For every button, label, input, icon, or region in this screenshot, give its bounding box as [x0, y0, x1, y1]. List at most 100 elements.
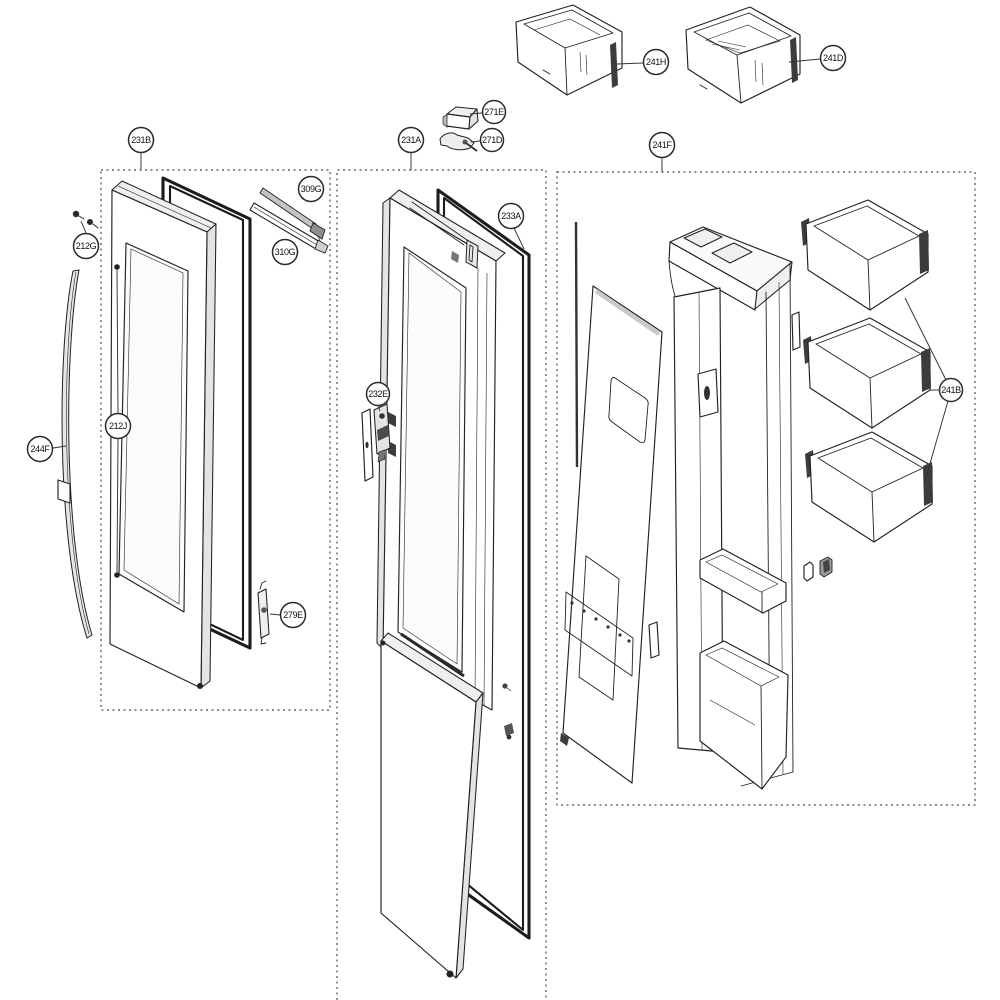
- dashed-regions: [100, 169, 976, 1000]
- callout-231A[interactable]: 231A: [397, 126, 425, 171]
- callout-309G[interactable]: 309G: [297, 175, 325, 203]
- callout-circle: [479, 127, 505, 153]
- callout-label: 241H: [646, 57, 666, 67]
- part-bin-241D: [685, 6, 801, 104]
- callout-label: 241F: [653, 140, 673, 150]
- latch-279E-bottom-tab: [260, 637, 267, 645]
- callout-241H[interactable]: 241H: [616, 48, 670, 76]
- part-latch-279E: [257, 580, 270, 645]
- region-box-231A: [336, 169, 547, 1000]
- callout-279E[interactable]: 279E: [269, 601, 307, 629]
- side-screw-small-tail: [506, 687, 512, 692]
- body-cap-opening-1: [683, 228, 723, 248]
- callout-241F[interactable]: 241F: [648, 131, 676, 173]
- latch-279E-plate: [257, 588, 270, 639]
- callout-leader-bin3: [924, 400, 949, 482]
- latch-279E-top-tab: [259, 580, 267, 590]
- part-handle-insert-309G: [259, 187, 326, 244]
- callout-label: 241B: [941, 385, 961, 395]
- hinge-cover-front: [445, 113, 471, 130]
- top-rail-clip: [451, 251, 459, 263]
- latch-232E-catch: [377, 425, 389, 441]
- callout-circle: [279, 601, 307, 629]
- callout-244F[interactable]: 244F: [26, 435, 67, 463]
- liner-lower-window: [578, 555, 620, 701]
- callout-circle: [271, 238, 299, 266]
- hinge-cover-side: [468, 108, 479, 130]
- right-door-assembly: [560, 199, 933, 790]
- callout-leader-up: [116, 269, 119, 414]
- bin-241D-slot: [699, 84, 708, 90]
- bin-241H-corner-edge: [564, 47, 568, 96]
- handle-mount-inner: [468, 244, 474, 263]
- bin2-corner: [869, 377, 873, 429]
- liner-panel: [562, 285, 663, 784]
- body-mid-tray: [699, 548, 787, 614]
- bin-241B-1: [801, 199, 929, 311]
- callout-label: 271D: [482, 135, 503, 145]
- callout-212J[interactable]: 212J: [104, 269, 132, 573]
- middle-door-assembly: [361, 106, 531, 979]
- bin-241D-floor: [705, 24, 781, 54]
- column-latch-slot: [704, 386, 710, 400]
- door-glass-panel-212J: [118, 242, 189, 613]
- bin-241B-3: [805, 431, 933, 543]
- callout-271D[interactable]: 271D: [470, 127, 505, 153]
- callout-231B[interactable]: 231B: [127, 126, 155, 171]
- callout-label: 244F: [31, 444, 51, 454]
- hinge-cover-foot: [442, 114, 448, 128]
- callout-271E[interactable]: 271E: [469, 99, 507, 125]
- liner-rivet-band: [564, 591, 634, 677]
- clip-small-gray-inner: [823, 559, 830, 573]
- handle-309G-end-fitting: [309, 222, 326, 240]
- part-handle-244F: [57, 269, 93, 639]
- middle-door-bottom-seal: [400, 632, 465, 678]
- callout-circle: [938, 377, 964, 403]
- hinge-screw-shaft: [465, 142, 478, 152]
- callout-leader: [470, 140, 481, 143]
- callout-232E[interactable]: 232E: [365, 381, 391, 412]
- hinge-plate: [439, 132, 475, 151]
- bin-241D-rim: [693, 12, 792, 56]
- bin2-right-tab: [921, 348, 931, 392]
- callout-310G[interactable]: 310G: [271, 238, 299, 266]
- callout-leader: [269, 613, 281, 616]
- bin-241H-body: [515, 4, 623, 96]
- bin3-corner: [871, 491, 875, 543]
- freezer-panel-bottom-tip: [446, 970, 454, 978]
- callout-label: 212J: [109, 421, 127, 431]
- latch-232E-pin: [379, 413, 385, 419]
- handle-310G-end-cap: [314, 239, 329, 254]
- middle-door-right-stile-lines: [474, 267, 488, 707]
- bin-241H-floor-line: [533, 18, 601, 36]
- callout-leader: [377, 405, 381, 412]
- latch-232E-hook: [377, 449, 386, 463]
- callout-212G[interactable]: 212G: [72, 220, 100, 260]
- callout-label: 309G: [301, 184, 322, 194]
- callout-241D[interactable]: 241D: [788, 44, 847, 72]
- glass-screw-bottom: [114, 572, 120, 578]
- body-cap-front-face: [668, 241, 758, 311]
- liner-top-shading: [594, 289, 661, 336]
- callout-label: 233A: [501, 211, 521, 221]
- callout-241B[interactable]: 241B: [904, 297, 964, 482]
- callout-label: 212G: [76, 241, 97, 251]
- callout-leader: [52, 445, 67, 449]
- callout-circle: [648, 131, 676, 159]
- callout-circle: [104, 412, 132, 440]
- body-bottom-tray-floor: [709, 699, 756, 726]
- left-door-top-edge-line: [117, 185, 212, 229]
- part-hinge-271D: [439, 132, 478, 152]
- liner-edge-tab: [648, 621, 660, 659]
- callout-circle: [297, 175, 325, 203]
- part-latch-232E: [361, 403, 391, 482]
- callout-233A[interactable]: 233A: [497, 202, 525, 250]
- callout-leader: [616, 62, 644, 65]
- part-door-body-241F: [668, 226, 801, 790]
- callout-leader: [80, 220, 87, 234]
- callout-circle: [26, 435, 54, 463]
- bin-241D-body: [685, 6, 801, 104]
- part-bins-241B: [801, 199, 933, 543]
- body-mid-tray-rim: [705, 554, 779, 593]
- bin1-body: [805, 199, 929, 311]
